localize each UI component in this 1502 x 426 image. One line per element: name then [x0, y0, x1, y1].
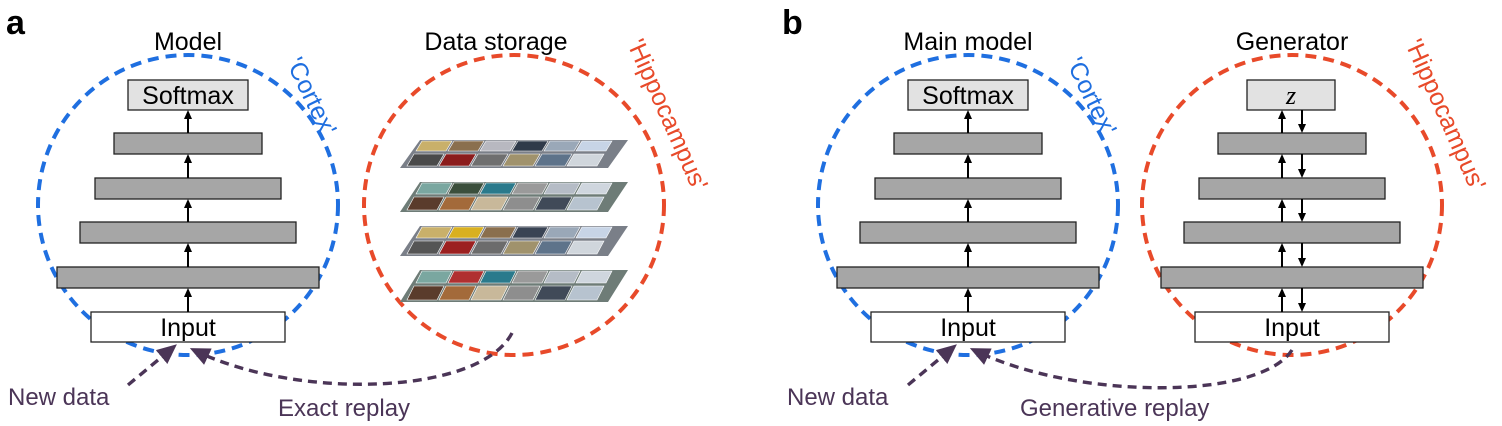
panel-letter-a: a	[6, 4, 26, 42]
generator-layer	[1183, 221, 1401, 244]
softmax-label: Softmax	[142, 82, 234, 110]
hidden-layer	[859, 221, 1077, 244]
model-title: Model	[154, 28, 222, 56]
data-storage-title: Data storage	[424, 28, 567, 56]
panel-letter-b: b	[782, 4, 803, 42]
image-plane	[400, 270, 628, 302]
input-box	[90, 311, 286, 343]
stored-images	[400, 140, 628, 302]
generator-layer	[1198, 177, 1386, 200]
exact-replay-label: Exact replay	[278, 395, 410, 422]
hidden-layer	[836, 266, 1100, 289]
new-data-arrow	[126, 344, 177, 387]
hidden-layer	[79, 221, 297, 244]
generator-title: Generator	[1236, 28, 1349, 56]
image-plane	[400, 140, 628, 168]
input-box	[870, 311, 1066, 343]
main-model-title: Main model	[903, 28, 1032, 56]
hippocampus-circle	[362, 53, 666, 357]
generative-replay-label: Generative replay	[1020, 395, 1209, 422]
panel-a: a Model Data storage 'Cortex' 'Hippocamp…	[6, 4, 713, 422]
new-data-arrow	[906, 344, 957, 387]
hidden-layer	[56, 266, 320, 289]
input-label: Input	[160, 314, 216, 342]
new-data-label: New data	[8, 384, 110, 411]
input-label: Input	[940, 314, 996, 342]
new-data-label: New data	[787, 384, 889, 411]
softmax-box	[907, 79, 1029, 111]
latent-z-box	[1246, 79, 1336, 111]
generator-input-label: Input	[1264, 314, 1320, 342]
panel-b: b Main model Generator 'Cortex' 'Hippoca…	[782, 4, 1491, 422]
exact-replay-arrow	[189, 332, 514, 386]
generator-layer	[1217, 132, 1367, 155]
generator-layer	[1160, 266, 1424, 289]
generative-replay-arrow	[969, 348, 1294, 390]
image-plane	[400, 182, 628, 212]
softmax-label: Softmax	[922, 82, 1014, 110]
latent-z-label: z	[1285, 81, 1296, 110]
hidden-layer	[893, 132, 1043, 155]
cortex-circle	[36, 53, 340, 357]
image-plane	[400, 226, 628, 256]
hidden-layer	[94, 177, 282, 200]
generator-input-box	[1194, 311, 1390, 343]
hidden-layer	[113, 132, 263, 155]
cortex-circle	[816, 53, 1120, 357]
hidden-layer	[874, 177, 1062, 200]
hippocampus-circle	[1140, 53, 1444, 357]
